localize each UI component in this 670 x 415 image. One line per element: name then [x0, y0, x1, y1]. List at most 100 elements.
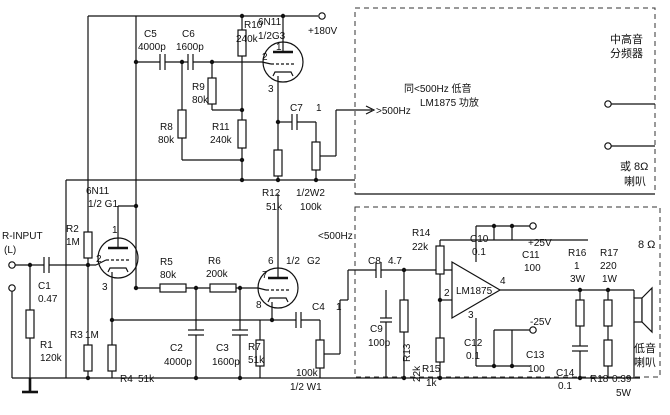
r14-value: 22k [412, 242, 429, 253]
r13-value: 22k [412, 365, 423, 382]
r7-value: 51k [248, 355, 265, 366]
c9-value: 100p [368, 338, 391, 349]
r18-resistor [603, 339, 613, 367]
r2-value: 1M [66, 237, 80, 248]
r16-rating: 3W [570, 274, 586, 285]
c13-name: C13 [526, 350, 545, 361]
v3-tube-label: G2 [307, 256, 321, 267]
v1-pin-2: 2 [96, 254, 102, 265]
r3-resistor [83, 344, 93, 372]
r5-name: R5 [160, 257, 173, 268]
b-plus-label: +180V [308, 26, 338, 37]
r17-rating: 1W [602, 274, 618, 285]
v1-pin-3: 3 [102, 282, 108, 293]
pos-supply-terminal [529, 222, 537, 230]
c3-name: C3 [216, 343, 229, 354]
lf-speaker-impedance: 8 Ω [638, 239, 655, 251]
lf-speaker-line2: 喇叭 [634, 355, 656, 369]
r18-value: 0.39 [612, 374, 632, 385]
r15-value: 1k [426, 378, 438, 389]
r2-name: R2 [66, 224, 79, 235]
c9-name: C9 [370, 324, 383, 335]
r17-name: R17 [600, 248, 619, 259]
crossover-line2: 分频器 [610, 46, 643, 60]
r6-name: R6 [208, 256, 221, 267]
r7-name: R7 [248, 342, 261, 353]
c8-value: 4.7 [388, 256, 402, 267]
r4-value: 51k [138, 374, 155, 385]
chip-label: LM1875 [456, 286, 493, 297]
pos-supply-label: +25V [528, 238, 552, 249]
c13-value: 100 [528, 364, 545, 375]
c1-name: C1 [38, 281, 51, 292]
r18-rating: 5W [616, 388, 632, 399]
w1-potentiometer [315, 339, 325, 369]
c7-value: 1 [316, 103, 322, 114]
r4-resistor [107, 344, 117, 372]
input-terminal [8, 261, 16, 269]
v3-pin-8: 8 [256, 300, 262, 311]
c10-name: C10 [470, 234, 489, 245]
crossover-terminal-b [604, 142, 612, 150]
r4-name: R4 [120, 374, 133, 385]
r13-name: R13 [402, 343, 413, 362]
r5-resistor [159, 283, 187, 293]
crossover-line1: 中高音 [610, 32, 643, 46]
tube-v1 [95, 206, 139, 320]
b-plus-terminal [318, 12, 326, 20]
r10-value: 240k [236, 34, 259, 45]
r8-resistor [177, 109, 187, 139]
crossover-terminal-a [604, 100, 612, 108]
hf-speaker-line2: 喇叭 [624, 174, 646, 188]
v2-pin-1: 1 [276, 42, 282, 53]
r14-name: R14 [412, 228, 431, 239]
r1-name: R1 [40, 340, 53, 351]
r16-name: R16 [568, 248, 587, 259]
r8-value: 80k [158, 135, 175, 146]
input-channel-label: (L) [4, 245, 16, 256]
c4-value: 1 [336, 302, 342, 313]
r5-value: 80k [160, 270, 177, 281]
input-label: R-INPUT [2, 231, 43, 242]
lf-speaker-line1: 低音 [634, 341, 656, 355]
c12-value: 0.1 [466, 351, 480, 362]
r17-value: 220 [600, 261, 617, 272]
r12-name: R12 [262, 188, 281, 199]
c8-name: C8 [368, 256, 381, 267]
r11-value: 240k [210, 135, 233, 146]
r1-resistor [25, 309, 35, 339]
r1-value: 120k [40, 353, 63, 364]
hf-speaker-line1: 或 8Ω [620, 160, 648, 173]
c11-name: C11 [522, 250, 540, 261]
b-plus-rail [87, 12, 326, 205]
c3-value: 1600p [212, 357, 240, 368]
w1-value: 100k [296, 368, 319, 379]
lf-input-label: <500Hz [318, 231, 353, 242]
c5-value: 4000p [138, 42, 166, 53]
r6-value: 200k [206, 269, 229, 280]
r10-name: R10 [244, 20, 263, 31]
v3-pin-7: 7 [262, 270, 268, 281]
c4-name: C4 [312, 302, 325, 313]
c11-value: 100 [524, 263, 541, 274]
r11-resistor [237, 119, 247, 149]
r12-resistor [273, 149, 283, 177]
c2-name: C2 [170, 343, 183, 354]
lm1875-chip [451, 260, 502, 320]
r12-value: 51k [266, 202, 283, 213]
v1-type: 6N11 [86, 186, 110, 197]
r16-value: 1 [574, 261, 580, 272]
w2-name: 1/2W2 [296, 188, 325, 199]
w2-value: 100k [300, 202, 323, 213]
c10-value: 0.1 [472, 247, 486, 258]
neg-supply-label: -25V [530, 317, 551, 328]
chip-pin-neg: 3 [468, 310, 474, 321]
r14-resistor [435, 245, 445, 275]
lf-speaker-icon [633, 286, 653, 378]
c5-name: C5 [144, 29, 157, 40]
r6-resistor [209, 283, 237, 293]
c12-name: C12 [464, 338, 483, 349]
hf-note-line1: 同<500Hz 低音 [404, 82, 472, 95]
c14-value: 0.1 [558, 381, 572, 392]
